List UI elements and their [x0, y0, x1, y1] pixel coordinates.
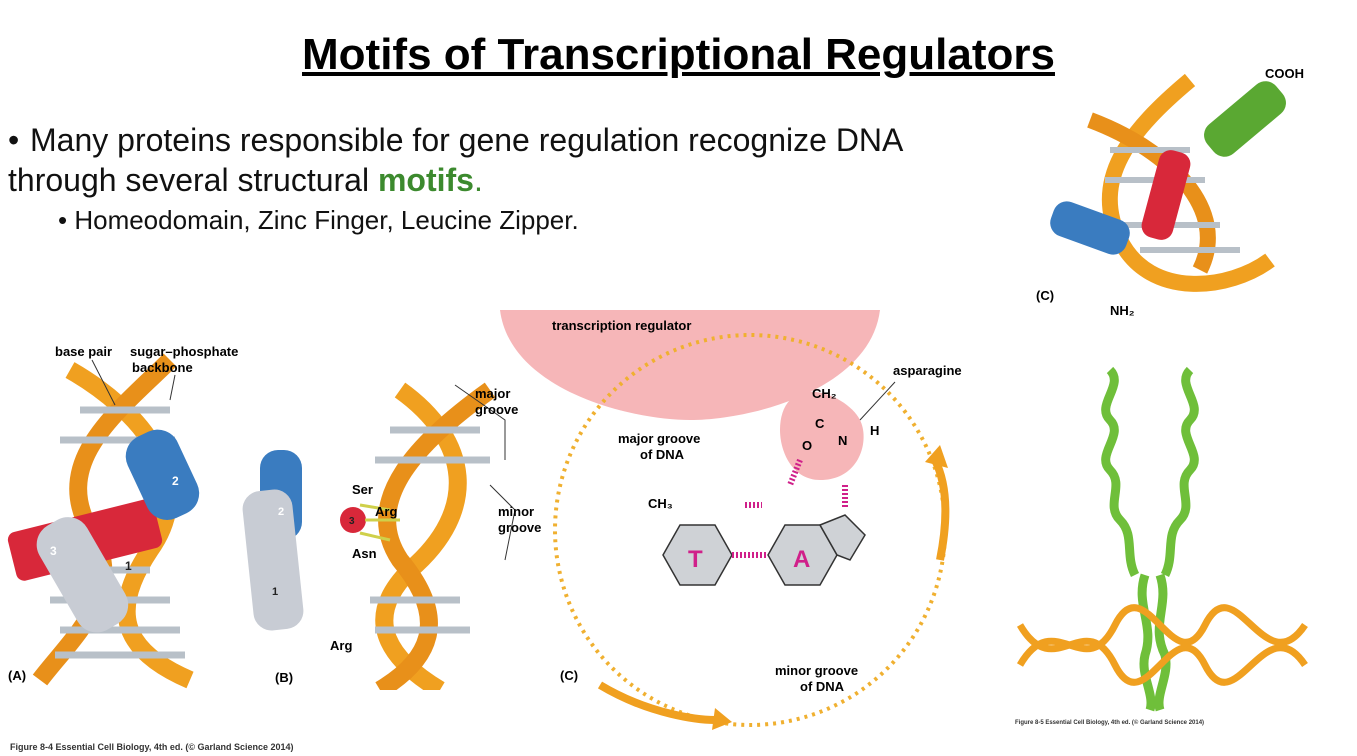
page-title: Motifs of Transcriptional Regulators [302, 30, 1055, 79]
panel-c-top: (C) [1036, 288, 1054, 303]
svg-text:of DNA: of DNA [800, 679, 845, 694]
svg-text:3: 3 [50, 544, 57, 558]
finger-blue [1050, 201, 1130, 255]
label-major-groove: major [475, 386, 510, 401]
panel-a: (A) [8, 668, 26, 683]
dna-helix-b [370, 382, 496, 690]
highlight-motifs: motifs [377, 162, 474, 198]
svg-text:Arg: Arg [330, 638, 352, 653]
base-a: A [793, 546, 810, 573]
svg-text:CH₂: CH₂ [812, 386, 837, 401]
svg-text:groove: groove [475, 402, 518, 417]
figure-b-recognition: 2 1 3 Ser Arg Asn Arg major groove minor… [242, 382, 541, 690]
svg-text:2: 2 [172, 474, 179, 488]
svg-text:backbone: backbone [132, 360, 193, 375]
svg-text:O: O [802, 438, 812, 453]
figure-zinc-finger: COOH NH₂ (C) [1036, 66, 1304, 318]
svg-text:groove: groove [498, 520, 541, 535]
asparagine-shape [780, 391, 864, 480]
label-transcription-regulator: transcription regulator [552, 318, 691, 333]
panel-b: (B) [275, 670, 293, 685]
base-t: T [688, 546, 703, 573]
finger-green [1204, 81, 1286, 157]
finger-red [1141, 150, 1191, 240]
label-asparagine: asparagine [893, 363, 962, 378]
figure-leucine-zipper [1016, 366, 1308, 712]
svg-text:N: N [838, 433, 847, 448]
svg-text:1: 1 [125, 559, 132, 573]
svg-text:of DNA: of DNA [640, 447, 685, 462]
svg-text:Arg: Arg [375, 504, 397, 519]
svg-text:COOH: COOH [1265, 66, 1304, 81]
helix-1-gray [36, 517, 129, 633]
label-base-pair: base pair [55, 344, 112, 359]
svg-text:1: 1 [272, 586, 278, 598]
svg-text:CH₃: CH₃ [648, 496, 673, 511]
bullet-main: •Many proteins responsible for gene regu… [8, 122, 902, 198]
figure-c-base-pair: T A CH₃ CH₂ C O N H transcription regula… [500, 310, 962, 730]
panel-c: (C) [560, 668, 578, 683]
figure-a-homeodomain: 3 1 2 base pair sugar–phosphate backbone… [7, 344, 238, 689]
svg-text:3: 3 [349, 516, 355, 527]
caption-right: Figure 8-5 Essential Cell Biology, 4th e… [1015, 720, 1205, 726]
helix-1-gray-b [242, 489, 304, 631]
svg-text:NH₂: NH₂ [1110, 303, 1135, 318]
bullet-sub: • Homeodomain, Zinc Finger, Leucine Zipp… [58, 205, 579, 235]
label-backbone: sugar–phosphate [130, 344, 238, 359]
helix-3-red-b [340, 507, 366, 533]
svg-text:H: H [870, 423, 879, 438]
bullet-list: •Many proteins responsible for gene regu… [8, 120, 1008, 238]
svg-text:2: 2 [278, 506, 284, 518]
base-t-ring [662, 524, 733, 586]
label-major-groove-dna: major groove [618, 431, 700, 446]
svg-text:C: C [815, 416, 825, 431]
helix-2-blue [125, 429, 200, 520]
label-minor-groove: minor [498, 504, 534, 519]
label-minor-groove-dna: minor groove [775, 663, 858, 678]
caption-left: Figure 8-4 Essential Cell Biology, 4th e… [10, 742, 294, 752]
svg-text:Asn: Asn [352, 546, 377, 561]
svg-text:Ser: Ser [352, 482, 373, 497]
